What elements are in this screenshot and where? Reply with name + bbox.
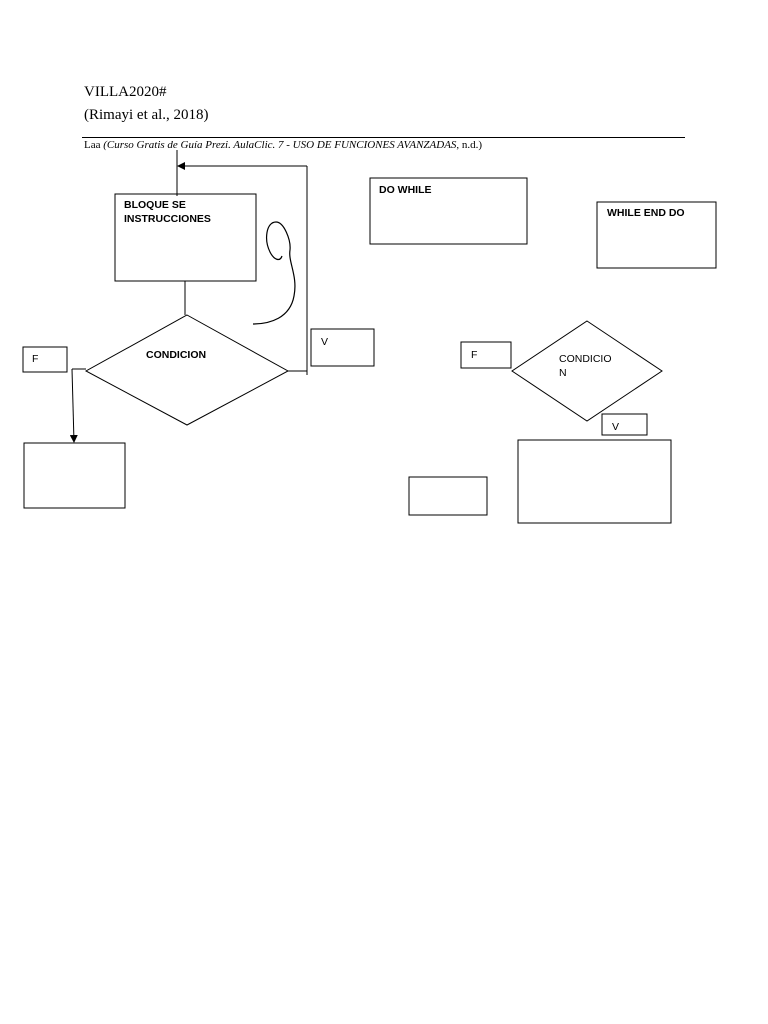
reference-prefix: Laa xyxy=(84,139,101,151)
horizontal-rule xyxy=(82,137,685,138)
right-condition-label: CONDICIO N xyxy=(559,353,612,379)
right-false-label-box xyxy=(460,341,512,369)
right-true-label-box xyxy=(601,413,648,436)
reference-line: Laa (Curso Gratis de Guía Prezi. AulaCli… xyxy=(84,139,482,151)
right-true-label: V xyxy=(612,421,620,433)
condition-diamond xyxy=(84,314,290,426)
citation-line: (Rimayi et al., 2018) xyxy=(84,107,209,123)
right-false-label: F xyxy=(471,349,478,361)
right-condition-diamond xyxy=(511,320,663,422)
left-flowchart xyxy=(22,150,375,509)
condition-label: CONDICION xyxy=(146,349,207,361)
handwritten-stroke xyxy=(252,221,296,325)
do-while-label: DO WHILE xyxy=(379,184,432,196)
right-large-empty-box xyxy=(517,439,672,524)
false-branch-arrow xyxy=(69,368,78,443)
right-small-empty-box xyxy=(408,476,488,516)
while-end-do-label: WHILE END DO xyxy=(607,207,685,219)
right-flowchart xyxy=(369,177,717,524)
reference-suffix: , n.d.) xyxy=(456,139,483,151)
false-label-box xyxy=(22,346,68,373)
false-label: F xyxy=(32,353,39,365)
reference-italic: (Curso Gratis de Guía Prezi. AulaClic. 7… xyxy=(103,139,457,151)
while-end-do-box xyxy=(596,201,717,269)
false-result-box xyxy=(23,442,126,509)
true-label-box xyxy=(310,328,375,367)
true-label: V xyxy=(321,336,329,348)
instruction-block-label: BLOQUE SE INSTRUCCIONES xyxy=(124,199,211,225)
document-title: VILLA2020# xyxy=(84,84,167,100)
do-while-box xyxy=(369,177,528,245)
